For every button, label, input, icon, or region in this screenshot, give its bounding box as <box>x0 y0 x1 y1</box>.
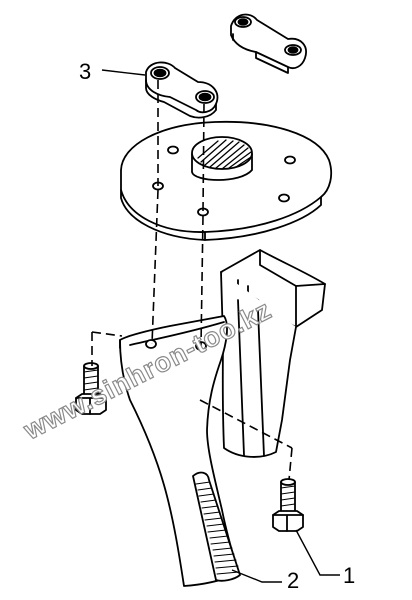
callout-2: 2 <box>287 568 299 593</box>
hub-spline-hatching <box>197 139 252 170</box>
serrated-edge <box>195 481 240 575</box>
bolt-left <box>75 362 107 415</box>
blade <box>119 315 241 587</box>
callout-3: 3 <box>79 59 91 84</box>
leader-lines <box>101 69 340 583</box>
clamp-plate <box>145 61 219 119</box>
assembly-lines <box>91 80 293 481</box>
rotor-disc <box>120 120 333 241</box>
bolt-right <box>272 478 304 532</box>
blade-holder-arm <box>220 249 326 458</box>
callout-1: 1 <box>343 563 355 588</box>
spare-clamp-plate <box>230 13 307 74</box>
